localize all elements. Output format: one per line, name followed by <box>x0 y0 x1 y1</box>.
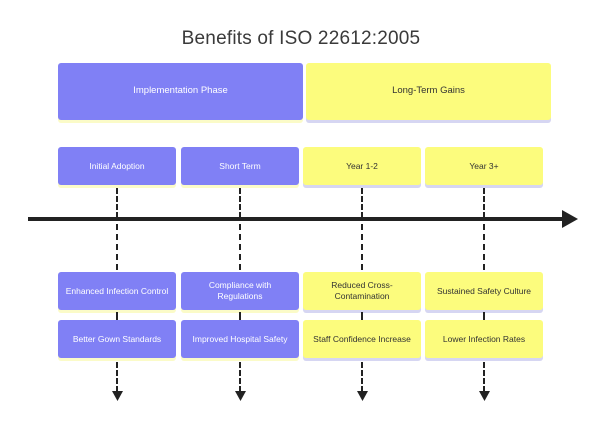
down-arrow-icon <box>112 391 123 401</box>
benefit-box-staff-confidence-increase: Staff Confidence Increase <box>303 320 421 358</box>
connector-benefit-row <box>361 312 363 320</box>
milestone-label: Year 3+ <box>469 160 499 171</box>
page-title: Benefits of ISO 22612:2005 <box>181 28 421 49</box>
benefit-label: Staff Confidence Increase <box>313 333 411 344</box>
connector-axis-to-benefit <box>483 224 485 270</box>
milestone-short-term: Short Term <box>181 147 299 185</box>
benefit-label: Compliance with Regulations <box>208 280 272 301</box>
milestone-initial-adoption: Initial Adoption <box>58 147 176 185</box>
connector-milestone-to-axis <box>239 188 241 218</box>
connector-milestone-to-axis <box>361 188 363 218</box>
milestone-year-3-plus: Year 3+ <box>425 147 543 185</box>
milestone-year-1-2: Year 1-2 <box>303 147 421 185</box>
phase-bar-label: Long-Term Gains <box>392 85 465 97</box>
connector-benefit-to-end <box>239 362 241 392</box>
phase-bar-implementation: Implementation Phase <box>58 63 303 120</box>
benefit-label: Enhanced Infection Control <box>65 285 169 296</box>
connector-benefit-row <box>239 312 241 320</box>
phase-bar-long-term: Long-Term Gains <box>306 63 551 120</box>
benefit-box-improved-hospital-safety: Improved Hospital Safety <box>181 320 299 358</box>
milestone-label: Initial Adoption <box>89 160 145 171</box>
benefit-label: Lower Infection Rates <box>442 333 526 344</box>
phase-bar-label: Implementation Phase <box>133 85 228 97</box>
down-arrow-icon <box>235 391 246 401</box>
down-arrow-icon <box>479 391 490 401</box>
connector-benefit-to-end <box>361 362 363 392</box>
down-arrow-icon <box>357 391 368 401</box>
timeline-axis-arrow <box>28 210 578 228</box>
connector-benefit-to-end <box>483 362 485 392</box>
connector-milestone-to-axis <box>116 188 118 218</box>
connector-axis-to-benefit <box>361 224 363 270</box>
benefit-box-compliance-with-regulations: Compliance with Regulations <box>181 272 299 310</box>
benefit-box-sustained-safety-culture: Sustained Safety Culture <box>425 272 543 310</box>
benefit-label: Improved Hospital Safety <box>192 333 288 344</box>
connector-axis-to-benefit <box>116 224 118 270</box>
connector-benefit-row <box>116 312 118 320</box>
connector-benefit-row <box>483 312 485 320</box>
connector-benefit-to-end <box>116 362 118 392</box>
benefit-box-reduced-cross-contamination: Reduced Cross-Contamination <box>303 272 421 310</box>
connector-axis-to-benefit <box>239 224 241 270</box>
connector-milestone-to-axis <box>483 188 485 218</box>
benefit-box-better-gown-standards: Better Gown Standards <box>58 320 176 358</box>
benefit-label: Better Gown Standards <box>72 333 162 344</box>
benefit-label: Reduced Cross-Contamination <box>331 280 393 301</box>
benefit-box-lower-infection-rates: Lower Infection Rates <box>425 320 543 358</box>
milestone-label: Year 1-2 <box>346 160 378 171</box>
benefit-box-enhanced-infection-control: Enhanced Infection Control <box>58 272 176 310</box>
milestone-label: Short Term <box>219 160 261 171</box>
benefit-label: Sustained Safety Culture <box>436 285 532 296</box>
